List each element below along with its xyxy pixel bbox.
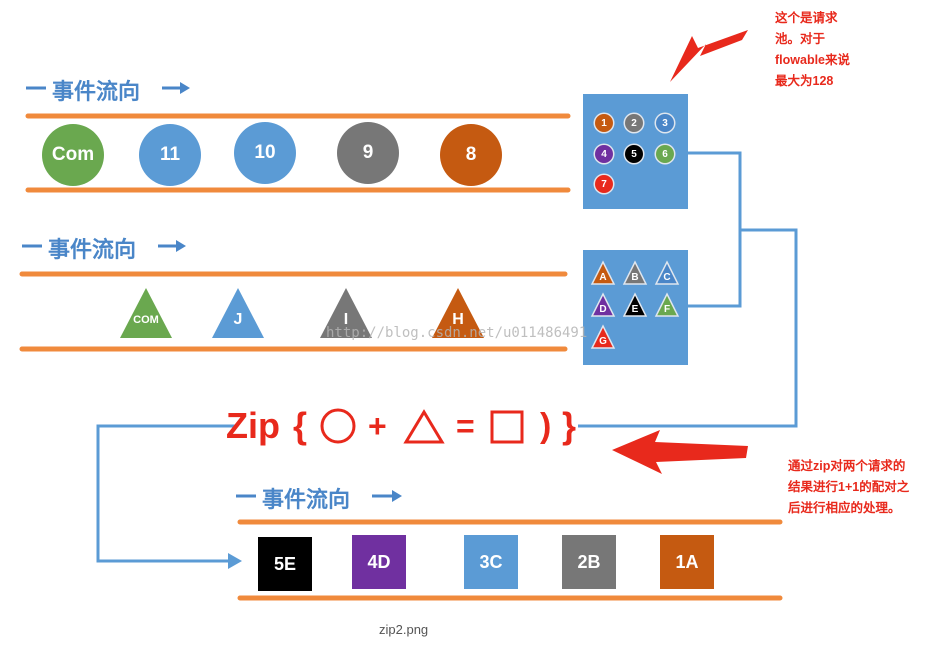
pool-triangle-d: D	[599, 304, 607, 315]
request-pool-circles: 1 2 3 4 5 6 7	[583, 94, 688, 209]
flow-arrow-1	[26, 82, 190, 94]
request-pool-note: 这个是请求 池。对于 flowable来说 最大为128	[775, 11, 851, 88]
lane-lines	[19, 113, 783, 601]
image-caption: zip2.png	[379, 622, 429, 637]
circle-9: 9	[337, 122, 399, 184]
result-4d: 4D	[352, 535, 406, 589]
pool-triangle-b: B	[631, 272, 639, 283]
zip-circle	[320, 408, 356, 444]
zip-formula: Zip	[226, 402, 280, 450]
zip-open-brace: {	[293, 405, 308, 446]
flow-arrow-2	[22, 240, 186, 252]
flow-label-3: 事件流向	[262, 487, 351, 512]
triangle-com	[120, 288, 172, 338]
zip-close-paren: )	[540, 407, 552, 445]
pool-triangle-f: F	[663, 304, 671, 315]
triangle-label-h: H	[452, 311, 464, 328]
connector-arrowhead	[228, 553, 242, 569]
pool-circle-5: 5	[625, 145, 643, 163]
circle-10: 10	[234, 122, 296, 184]
pool-triangle-shapes	[590, 260, 680, 349]
result-5e: 5E	[258, 537, 312, 591]
watermark: http://blog.csdn.net/u011486491	[326, 325, 588, 341]
flow-label-1: 事件流向	[52, 79, 141, 104]
flow-arrow-3	[236, 490, 402, 502]
zip-triangle	[403, 409, 445, 444]
pool-circle-1: 1	[595, 114, 613, 132]
pool-triangle-g: G	[599, 336, 607, 347]
zip-close-brace: }	[562, 405, 577, 446]
result-3c: 3C	[464, 535, 518, 589]
circle-com: Com	[42, 124, 104, 186]
zip-equals: =	[456, 408, 475, 444]
pool-triangle-c: C	[663, 272, 671, 283]
triangle-i	[320, 288, 372, 338]
connector-lines	[96, 151, 798, 563]
request-pool-triangles: A B C D E F G	[583, 250, 688, 365]
callout-arrow-top	[670, 30, 748, 82]
result-2b: 2B	[562, 535, 616, 589]
circle-8: 8	[440, 124, 502, 186]
triangle-label-j: J	[233, 311, 243, 328]
triangle-h	[432, 288, 484, 338]
triangle-label-i: I	[343, 311, 349, 328]
zip-square	[490, 410, 524, 444]
pool-triangle-e: E	[631, 304, 639, 315]
triangle-j	[212, 288, 264, 338]
zip-word: Zip	[226, 405, 280, 446]
flow-label-2: 事件流向	[48, 237, 137, 262]
pool-circle-2: 2	[625, 114, 643, 132]
result-1a: 1A	[660, 535, 714, 589]
pool-circle-6: 6	[656, 145, 674, 163]
callout-arrow-bottom	[612, 430, 748, 474]
circle-11: 11	[139, 124, 201, 186]
pool-triangle-a: A	[599, 272, 607, 283]
zip-plus: +	[368, 408, 387, 444]
triangle-label-com: COM	[133, 314, 159, 326]
pool-circle-7: 7	[595, 175, 613, 193]
zip-note: 通过zip对两个请求的 结果进行1+1的配对之 后进行相应的处理。	[788, 459, 910, 515]
pool-circle-4: 4	[595, 145, 613, 163]
pool-circle-3: 3	[656, 114, 674, 132]
